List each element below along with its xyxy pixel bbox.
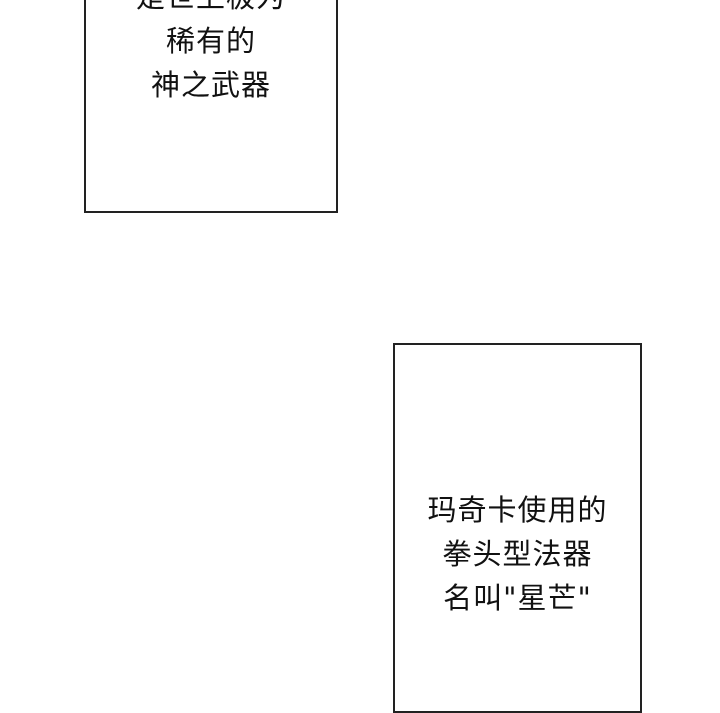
caption-line: 稀有的: [165, 24, 256, 58]
caption-text-bottom: 玛奇卡使用的 拳头型法器 名叫"星芒": [395, 488, 640, 620]
caption-box-bottom: 玛奇卡使用的 拳头型法器 名叫"星芒": [393, 343, 642, 713]
caption-line: 玛奇卡使用的: [427, 493, 608, 527]
caption-line: 是世上极为: [86, 0, 336, 19]
caption-line: 神之武器: [150, 68, 271, 102]
caption-box-top: 是世上极为 稀有的 神之武器: [84, 0, 338, 213]
caption-line: 拳头型法器: [442, 537, 593, 571]
caption-line: 名叫"星芒": [443, 581, 592, 615]
caption-text-top: 是世上极为 稀有的 神之武器: [86, 0, 336, 107]
